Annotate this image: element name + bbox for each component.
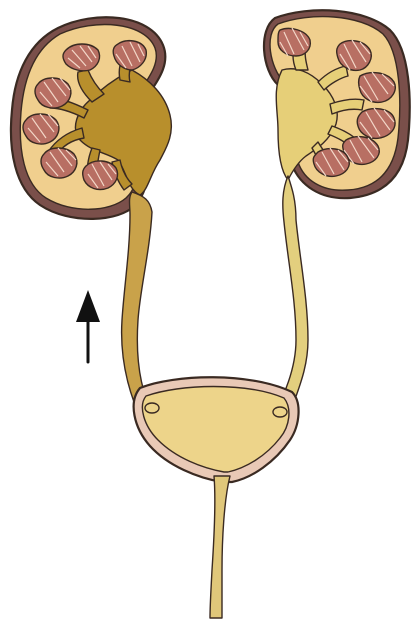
left-ureter [122, 192, 152, 402]
left-pyramid [41, 148, 77, 178]
left-pyramid [83, 161, 118, 190]
left-pyramid [35, 78, 71, 108]
right-pyramid [313, 148, 349, 176]
right-kidney [264, 10, 410, 198]
urinary-bladder [134, 377, 299, 482]
right-ureteric-orifice [273, 407, 287, 417]
left-pyramid [23, 114, 59, 144]
left-kidney [11, 17, 171, 219]
left-ureteric-orifice [145, 403, 159, 413]
right-pyramid [357, 108, 395, 138]
up-arrow-icon [76, 290, 100, 362]
urethra [210, 476, 230, 618]
left-pyramid [63, 44, 100, 71]
right-ureter [282, 176, 308, 402]
